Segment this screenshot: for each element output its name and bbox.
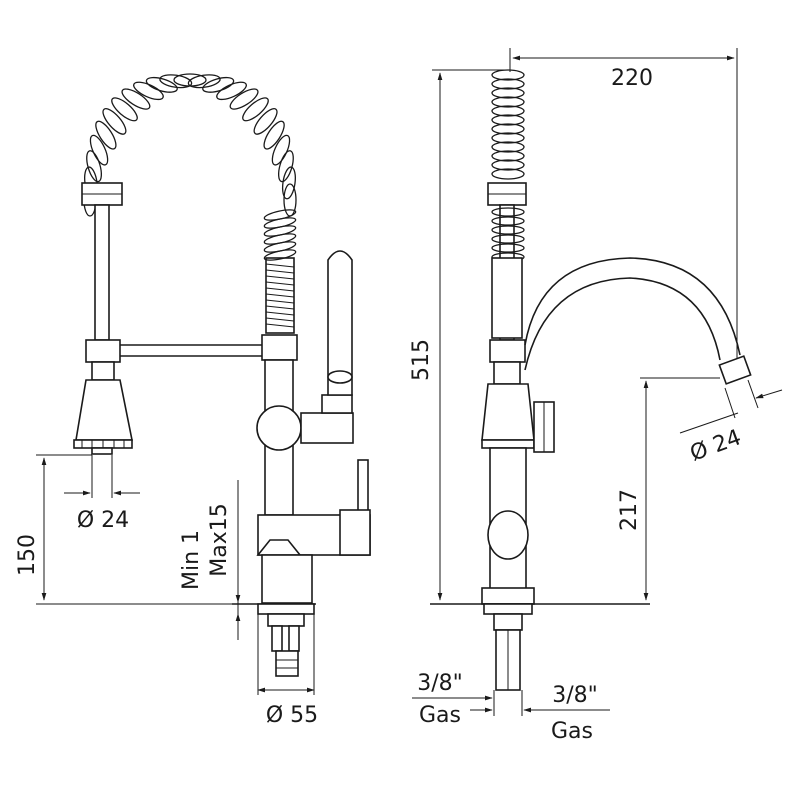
coil-ridge	[265, 263, 295, 268]
spout-tip-diameter-label: Ø 24	[687, 425, 745, 466]
coil-loop	[491, 207, 525, 217]
coil-loop	[263, 233, 297, 245]
coil-loop	[263, 249, 297, 261]
coil-loop	[491, 141, 525, 153]
front-view: 150 Ø 24 Min 1 Max15 Ø 55	[15, 73, 371, 728]
spray-arm	[73, 182, 262, 455]
coil-loop	[491, 225, 525, 235]
coil-loop	[283, 183, 297, 217]
coil-loop	[89, 134, 109, 166]
coil-ridge	[265, 287, 295, 292]
side-spring-coil	[491, 69, 525, 180]
coil-loop	[242, 97, 269, 122]
coil-loop	[95, 120, 117, 150]
reach-label: 220	[611, 66, 653, 91]
coil-ridge	[265, 293, 295, 298]
coil-loop	[491, 123, 525, 135]
coil-loop	[491, 87, 525, 99]
spout-height-label: 217	[617, 489, 642, 531]
side-dimensions: 515 220 217 Ø 24 3/8" Gas 3/8" G	[409, 48, 783, 744]
spout	[524, 257, 741, 356]
coil-loop	[216, 81, 247, 101]
counter-max-label: Max15	[207, 503, 232, 576]
coil-loop	[111, 97, 138, 122]
coil-loop	[145, 76, 178, 93]
coil-loop	[491, 96, 525, 108]
connection-left-type: Gas	[419, 703, 461, 728]
coil-ridge	[265, 269, 295, 274]
coil-loop	[263, 120, 285, 150]
outlet-height-label: 150	[15, 534, 40, 576]
front-dimensions: 150 Ø 24 Min 1 Max15 Ø 55	[15, 454, 318, 728]
coil-loop	[491, 159, 525, 171]
coil-loop	[187, 74, 221, 89]
connection-right-type: Gas	[551, 719, 593, 744]
coil-loop	[133, 81, 164, 101]
coil-loop	[491, 168, 525, 180]
connection-left-size: 3/8"	[417, 671, 463, 696]
coil-ridge	[265, 299, 295, 304]
coil-ridge	[265, 311, 295, 316]
coil-ridge	[265, 281, 295, 286]
side-view: 515 220 217 Ø 24 3/8" Gas 3/8" G	[409, 48, 783, 744]
coil-loop	[491, 114, 525, 126]
base-diameter-label: Ø 55	[266, 703, 318, 728]
coil-loop	[491, 243, 525, 253]
faucet-column	[232, 250, 371, 677]
coil-loop	[263, 209, 297, 221]
counter-min-label: Min 1	[179, 530, 204, 590]
coil-loop	[229, 88, 259, 110]
coil-loop	[491, 132, 525, 144]
coil-loop	[491, 105, 525, 117]
spray-diameter-label: Ø 24	[77, 508, 129, 533]
coil-loop	[263, 225, 297, 237]
connection-right-size: 3/8"	[552, 683, 598, 708]
coil-ridge	[265, 305, 295, 310]
spring-coil	[83, 73, 297, 217]
coil-loop	[253, 108, 278, 135]
coil-loop	[263, 241, 297, 253]
coil-loop	[491, 234, 525, 244]
coil-ridge	[265, 323, 295, 328]
coil-loop	[121, 88, 151, 110]
coil-loop	[281, 166, 296, 200]
coil-loop	[491, 69, 525, 81]
coil-loop	[159, 74, 193, 89]
coil-ridge	[265, 317, 295, 322]
coil-loop	[491, 150, 525, 162]
coil-loop	[491, 216, 525, 226]
coil-loop	[491, 78, 525, 90]
coil-loop	[102, 108, 127, 135]
spring-lower-section	[263, 209, 297, 334]
coil-loop	[86, 150, 103, 183]
total-height-label: 515	[409, 339, 434, 381]
coil-ridge	[265, 275, 295, 280]
coil-loop	[263, 217, 297, 229]
